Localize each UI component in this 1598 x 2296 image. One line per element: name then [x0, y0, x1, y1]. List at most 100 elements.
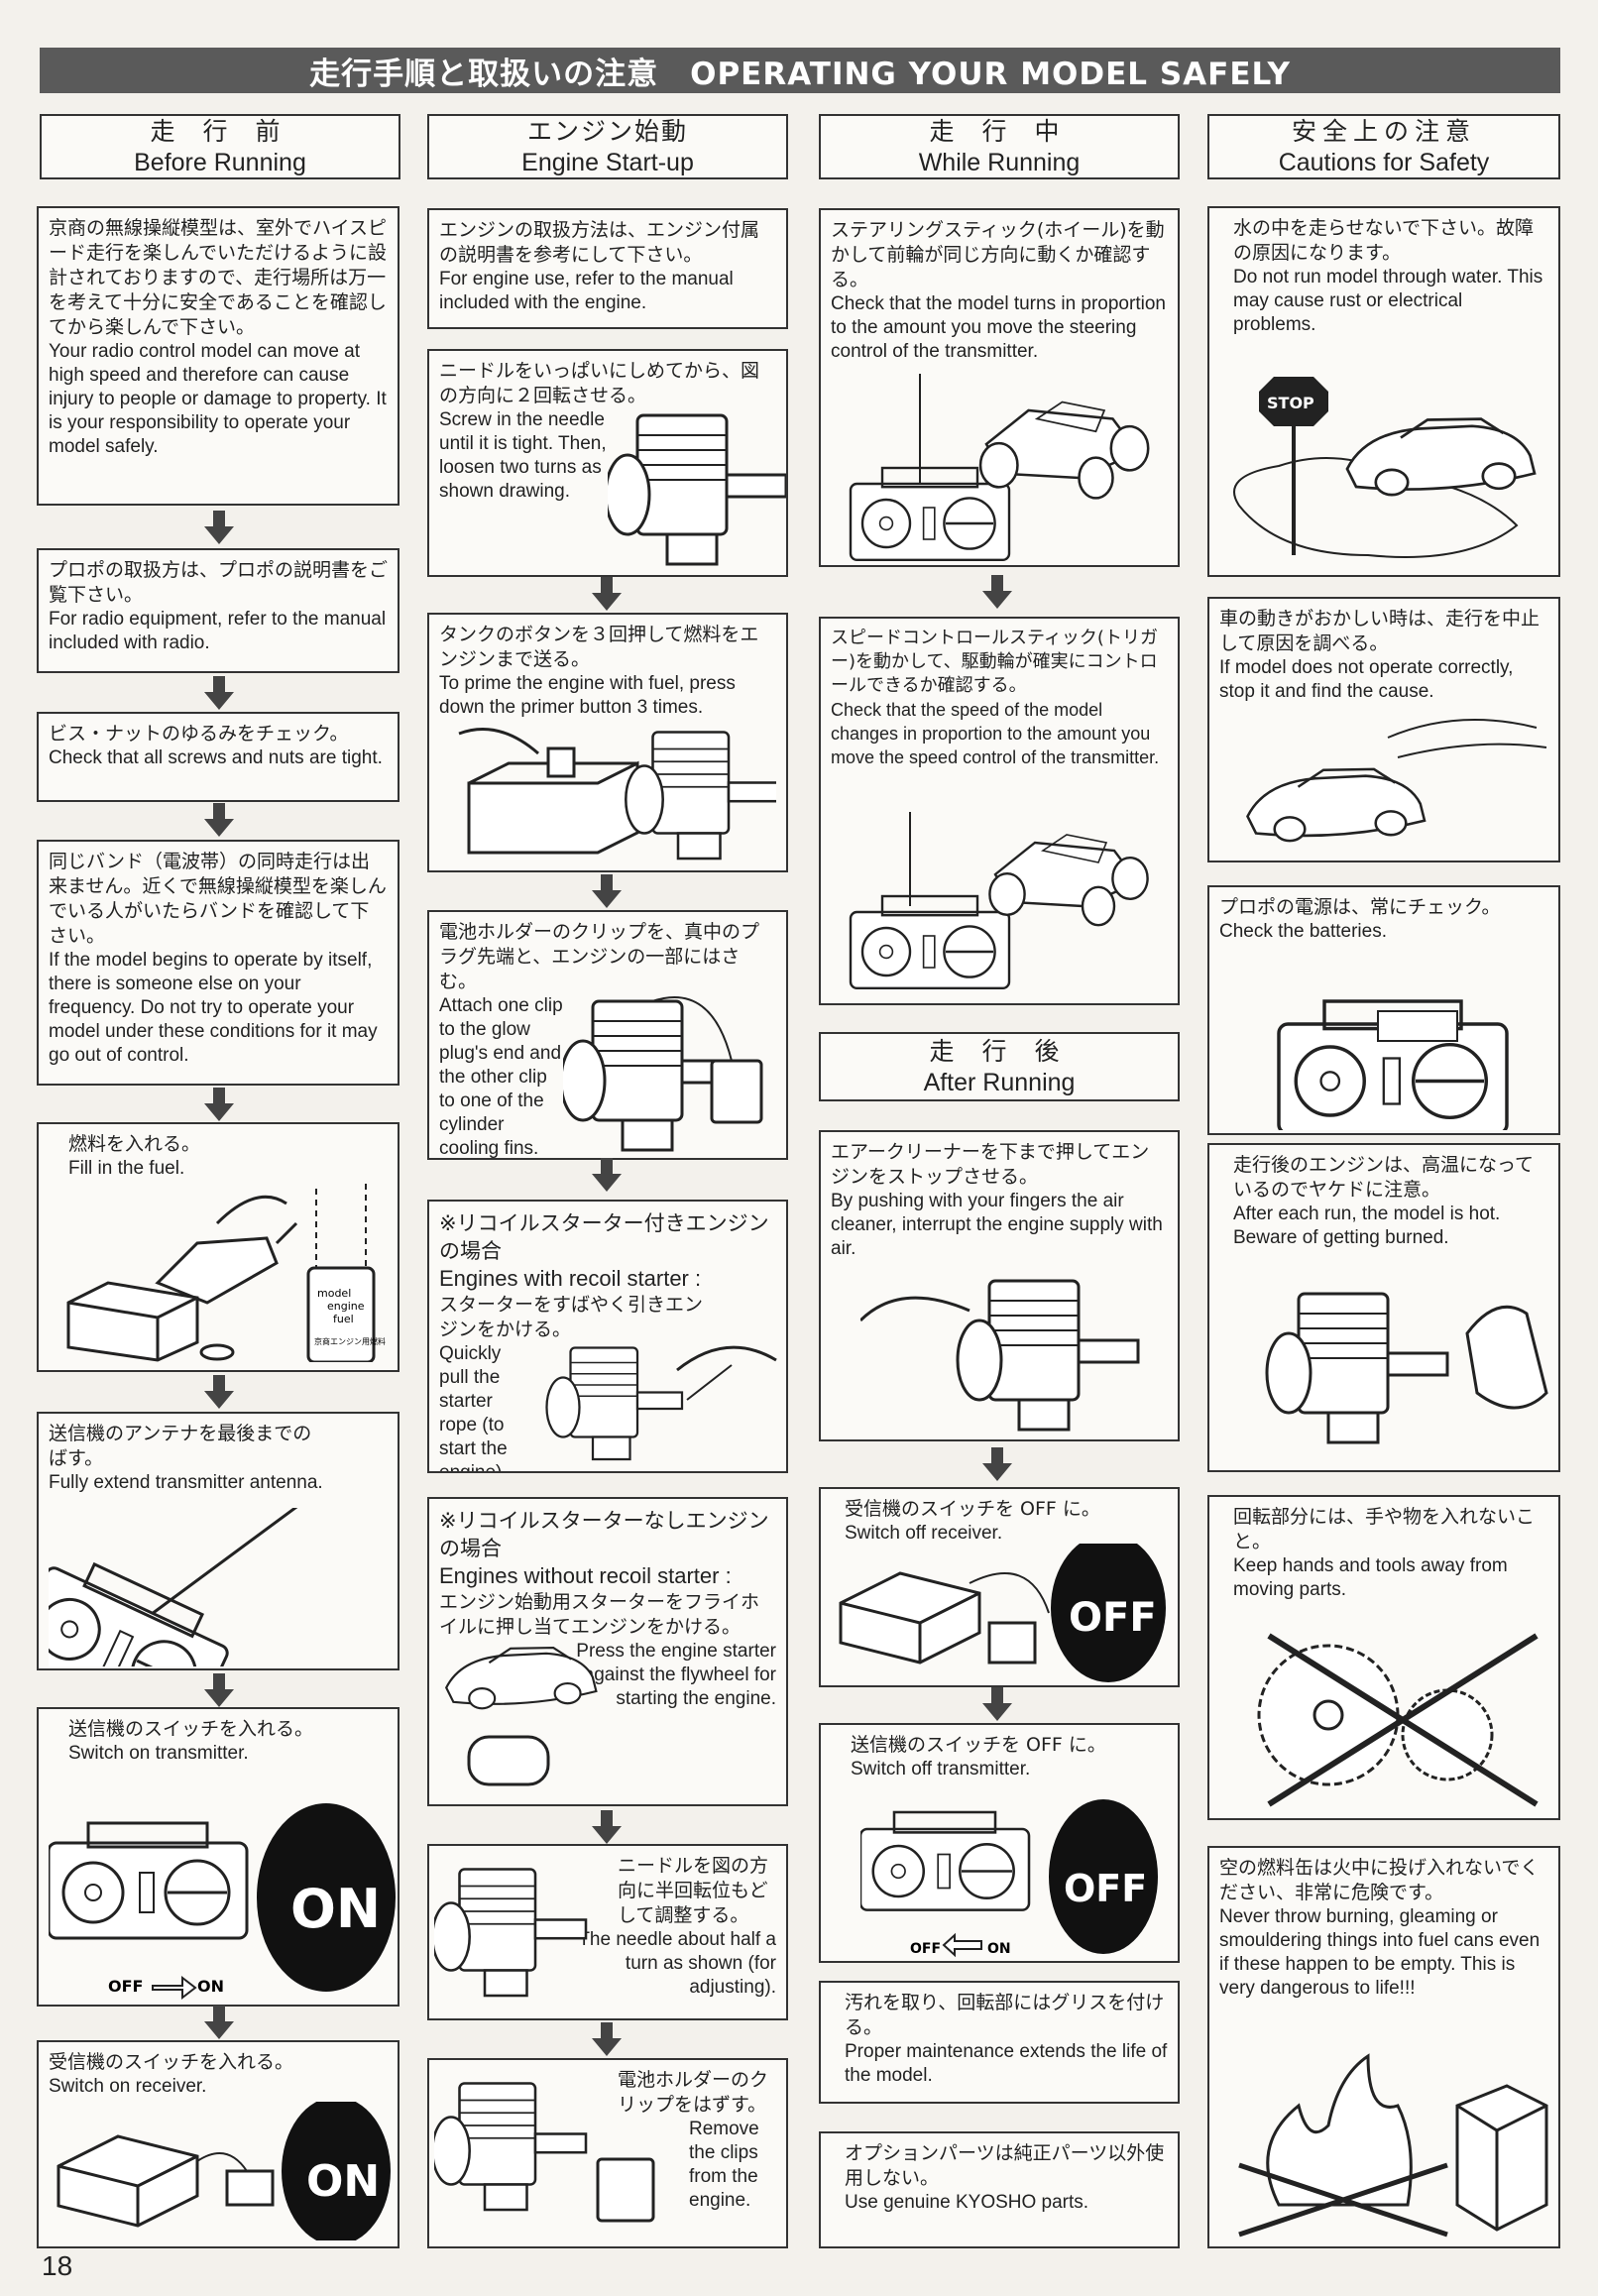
step-text-en: Check that the speed of the model change… [831, 700, 1160, 767]
step-frequency-check: 同じバンド（電波帯）の同時走行は出来ません。近くで無線操縦模型を楽しんでいる人が… [37, 840, 400, 1086]
on-badge: ON [306, 2156, 380, 2207]
step-check-screws: ビス・ナットのゆるみをチェック。 Check that all screws a… [37, 712, 400, 802]
needle-illustration [608, 413, 786, 566]
on-label: ON [197, 1977, 224, 1996]
step-check-speed: スピードコントロールスティック(トリガー)を動かして、駆動輪が確実にコントロール… [819, 617, 1180, 1005]
step-text-jp: 送信機のスイッチを OFF に。 [851, 1734, 1106, 1756]
stop-sign-label: STOP [1267, 394, 1314, 412]
header-while-running: 走 行 中 While Running [819, 114, 1180, 179]
caution-text-en: If model does not operate correctly, sto… [1219, 657, 1514, 702]
receiver-on-illustration: ON [57, 2102, 391, 2240]
step-genuine-parts: オプションパーツは純正パーツ以外使用しない。 Use genuine KYOSH… [819, 2131, 1180, 2248]
flow-arrow-down [982, 575, 1012, 611]
caution-stop-if-abnormal: 車の動きがおかしい時は、走行を中止して原因を調べる。 If model does… [1207, 597, 1560, 862]
step-switch-on-transmitter: 送信機のスイッチを入れる。 Switch on transmitter. ON … [37, 1707, 400, 2007]
step-text-jp: 受信機のスイッチを入れる。 [49, 2051, 294, 2073]
flow-arrow-down [204, 676, 234, 712]
adjust-needle-illustration [434, 1868, 588, 1998]
flywheel-starter-illustration [445, 1646, 598, 1786]
step-text-jp: 送信機のアンテナを最後までのばす。 [49, 1423, 312, 1469]
step-text-en: Quickly pull the starter rope (to start … [439, 1343, 508, 1473]
flow-arrow-down [204, 803, 234, 839]
caution-empty-fuel-can: 空の燃料缶は火中に投げ入れないでください、非常に危険です。 Never thro… [1207, 1846, 1560, 2248]
step-text-jp: 送信機のスイッチを入れる。 [68, 1718, 314, 1740]
antenna-illustration [49, 1508, 298, 1666]
caution-text-jp: プロポの電源は、常にチェック。 [1219, 896, 1501, 918]
hot-engine-illustration [1265, 1292, 1548, 1444]
step-text-en: Remove the clips from the engine. [689, 2119, 759, 2211]
page-banner: 走行手順と取扱いの注意 OPERATING YOUR MODEL SAFELY [40, 48, 1560, 93]
step-text-en: For radio equipment, refer to the manual… [49, 609, 387, 653]
water-illustration: STOP [1233, 377, 1537, 558]
step-text-jp: オプションパーツは純正パーツ以外使用しない。 [845, 2142, 1165, 2189]
step-text-en: Check that all screws and nuts are tight… [49, 747, 383, 768]
moving-parts-illustration [1257, 1633, 1539, 1807]
step-text-en: Fully extend transmitter antenna. [49, 1472, 323, 1493]
step-text-jp: 京商の無線操縦模型は、室外でハイスピード走行を楽しんでいただけるように設計されて… [49, 217, 388, 338]
step-run-safely: 京商の無線操縦模型は、室外でハイスピード走行を楽しんでいただけるように設計されて… [37, 206, 400, 506]
header-cautions-for-safety: 安全上の注意 Cautions for Safety [1207, 114, 1560, 179]
step-text-jp: ニードルを図の方向に半回転位もどして調整する。 [618, 1855, 769, 1926]
stop-engine-illustration [860, 1279, 1140, 1432]
caution-text-en: Do not run model through water. This may… [1233, 267, 1543, 335]
header-before-running: 走 行 前 Before Running [40, 114, 400, 179]
battery-check-illustration [1277, 999, 1509, 1130]
caution-text-en: Keep hands and tools away from moving pa… [1233, 1555, 1508, 1600]
fire-illustration [1238, 2053, 1548, 2238]
step-adjust-needle: ニードルを図の方向に半回転位もどして調整する。 The needle about… [427, 1844, 788, 2020]
flow-arrow-down [592, 577, 622, 613]
step-text-en: If the model begins to operate by itself… [49, 950, 378, 1066]
step-text-jp2: スターターをすばやく引きエンジンをかける。 [439, 1294, 704, 1340]
header-en: While Running [918, 149, 1081, 176]
header-en: Before Running [134, 149, 306, 176]
step-text-en: Switch off transmitter. [851, 1759, 1031, 1779]
fuel-can-label-3: fuel [333, 1313, 354, 1325]
off-badge: OFF [1064, 1867, 1147, 1910]
off-label: OFF [108, 1977, 143, 1996]
step-text-jp: ステアリングスティック(ホイール)を動かして前輪が同じ方向に動くか確認する。 [831, 219, 1165, 290]
step-text-jp: 電池ホルダーのクリップを、真中のプラグ先端と、エンジンの一部にはさむ。 [439, 921, 760, 992]
step-text-en: Switch on transmitter. [68, 1743, 249, 1764]
flow-arrow-down [592, 2022, 622, 2058]
clip-attach-illustration [563, 996, 763, 1152]
header-en: After Running [923, 1069, 1076, 1096]
step-engine-manual: エンジンの取扱方法は、エンジン付属の説明書を参考にして下さい。 For engi… [427, 208, 788, 329]
caution-text-jp: 回転部分には、手や物を入れないこと。 [1233, 1506, 1536, 1552]
step-text-jp: 電池ホルダーのクリップをはずす。 [618, 2069, 769, 2116]
step-text-en: Your radio control model can move at hig… [49, 341, 387, 457]
step-text-jp: プロポの取扱方は、プロポの説明書をご覧下さい。 [49, 559, 389, 606]
step-text-jp: 燃料を入れる。 [68, 1133, 201, 1155]
step-prime-fuel: タンクのボタンを３回押して燃料をエンジンまで送る。 To prime the e… [427, 613, 788, 872]
step-text-en: Fill in the fuel. [68, 1158, 185, 1179]
step-extend-antenna: 送信機のアンテナを最後までのばす。 Fully extend transmitt… [37, 1412, 400, 1670]
page-number: 18 [42, 2250, 73, 2281]
caution-text-jp: 走行後のエンジンは、高温になっているのでヤケドに注意。 [1233, 1154, 1535, 1201]
flow-arrow-down [204, 1088, 234, 1123]
off-badge: OFF [1069, 1595, 1157, 1641]
caution-text-jp: 車の動きがおかしい時は、走行を中止して原因を調べる。 [1219, 608, 1541, 654]
step-subtitle-en: Engines with recoil starter : [439, 1266, 702, 1291]
transmitter-off-illustration: OFF OFF ON [860, 1799, 1158, 1958]
header-engine-start-up: エンジン始動 Engine Start-up [427, 114, 788, 179]
speed-illustration [849, 812, 1149, 989]
step-text-jp: 同じバンド（電波帯）の同時走行は出来ません。近くで無線操縦模型を楽しんでいる人が… [49, 851, 387, 947]
header-jp: 走 行 中 [929, 117, 1070, 146]
step-fill-fuel: 燃料を入れる。 Fill in the fuel. model engine f… [37, 1122, 400, 1372]
flow-arrow-down [204, 1375, 234, 1411]
step-attach-clip: 電池ホルダーのクリップを、真中のプラグ先端と、エンジンの一部にはさむ。 Atta… [427, 910, 788, 1160]
step-text-jp: エアークリーナーを下まで押してエンジンをストップさせる。 [831, 1141, 1150, 1188]
flow-arrow-down [204, 511, 234, 546]
step-text-en: Press the engine starter against the fly… [576, 1641, 776, 1709]
flow-arrow-down [592, 1158, 622, 1194]
header-after-running: 走 行 後 After Running [819, 1032, 1180, 1101]
caution-text-en: Never throw burning, gleaming or smoulde… [1219, 1906, 1541, 1999]
step-text-en: Switch off receiver. [845, 1523, 1003, 1544]
step-text-en: Proper maintenance extends the life of t… [845, 2041, 1168, 2086]
header-jp: 走 行 後 [929, 1037, 1070, 1066]
step-stop-engine: エアークリーナーを下まで押してエンジンをストップさせる。 By pushing … [819, 1130, 1180, 1441]
recoil-starter-illustration [545, 1345, 777, 1461]
step-remove-clips: 電池ホルダーのクリップをはずす。 Remove the clips from t… [427, 2058, 788, 2248]
caution-text-en: After each run, the model is hot. Beware… [1233, 1204, 1501, 1248]
abnormal-car-illustration [1246, 719, 1547, 843]
caution-text-jp: 水の中を走らせないで下さい。故障の原因になります。 [1233, 217, 1535, 264]
